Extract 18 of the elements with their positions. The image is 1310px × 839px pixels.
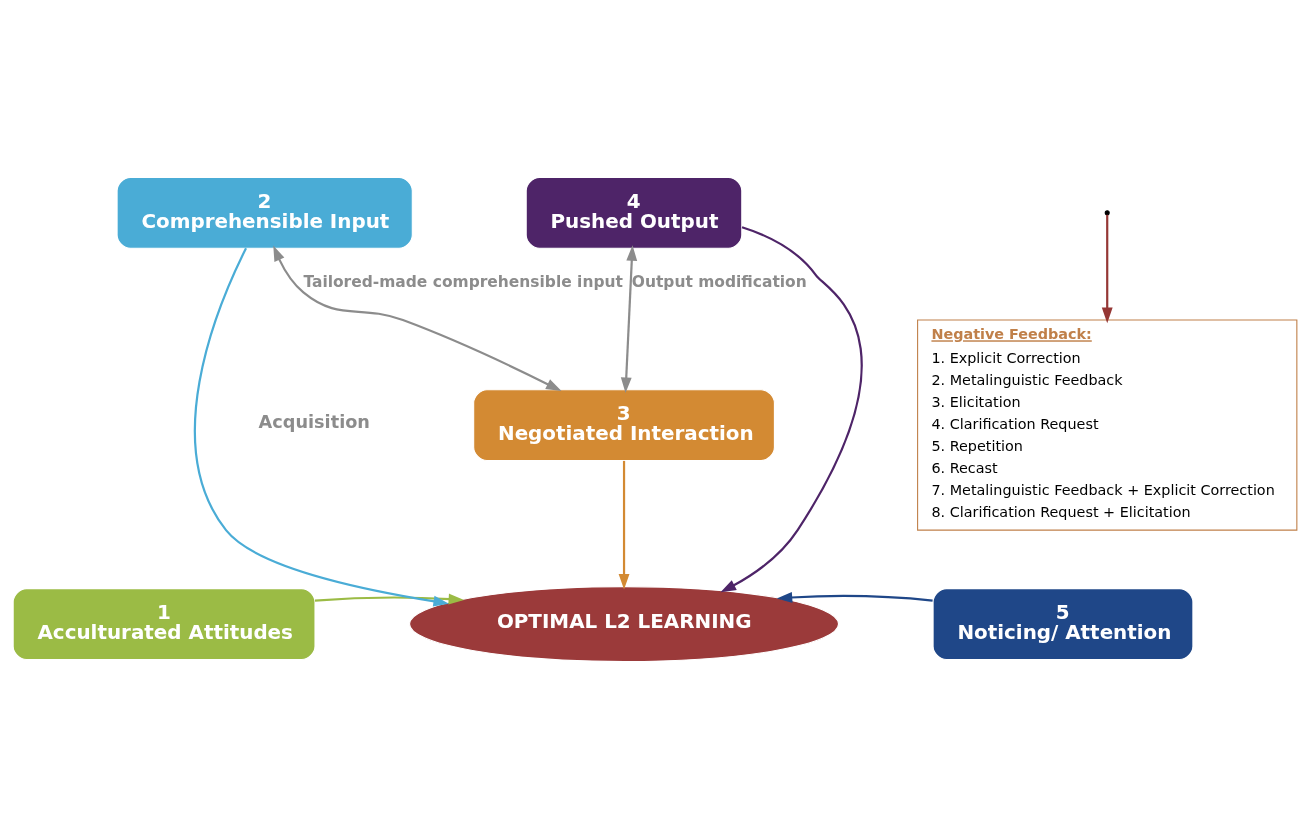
node-box: Negative Feedback: 1. Explicit Correction 2. Metalinguistic Feedback 3. Elicitation 4. Clarification Request 5. Repetition 6. Recast 7. Metalinguistic Feedback + Explicit Correction 8. Clarification Request + Elicitation — [917, 319, 1298, 531]
arrow — [776, 592, 933, 603]
node-box: 1 Acculturated Attitudes — [12, 588, 316, 660]
node-box: 2 Comprehensible Input — [116, 176, 413, 249]
arrow — [273, 245, 562, 392]
node-box: 4 Pushed Output — [525, 176, 743, 249]
arrow — [314, 593, 465, 605]
arrow — [193, 247, 449, 607]
arrow — [1101, 214, 1113, 324]
node-box: 3 Negotiated Interaction — [473, 389, 775, 462]
arrow — [620, 245, 638, 393]
label: Acquisition — [258, 412, 370, 433]
arrow — [618, 460, 630, 590]
edge-label: Output modification — [631, 273, 807, 292]
node-ellipse: OPTIMAL L2 LEARNING — [409, 586, 840, 663]
arrow — [720, 226, 863, 593]
edge-label: Tailored-made comprehensible input — [303, 273, 623, 292]
node-box: 5 Noticing/ Attention — [932, 588, 1194, 660]
